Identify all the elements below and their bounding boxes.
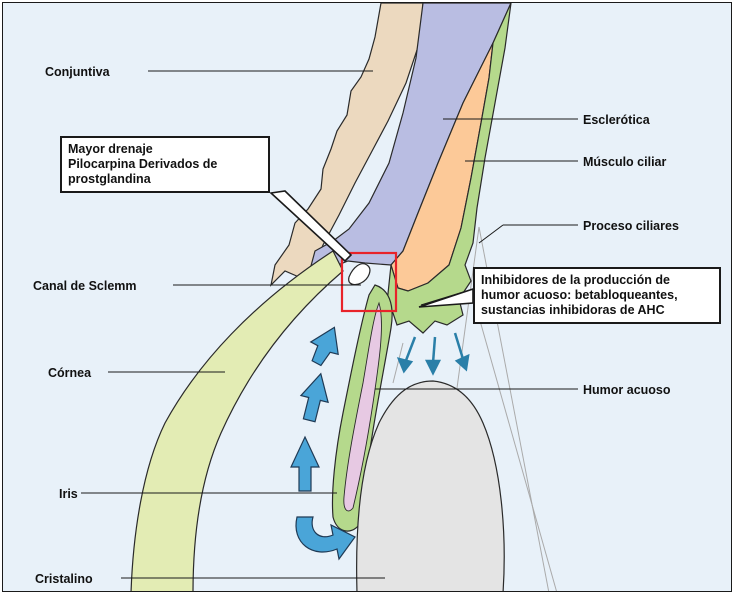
label-musculo-ciliar: Músculo ciliar [583,155,666,169]
drainage-callout-line2: Pilocarpina Derivados de [68,157,262,172]
inhibitors-callout-line3: sustancias inhibidoras de AHC [481,303,713,318]
label-cornea: Córnea [48,366,91,380]
inhibitors-callout-line1: Inhibidores de la producción de [481,273,713,288]
label-canal-sclemm: Canal de Sclemm [33,279,137,293]
inhibitors-callout-line2: humor acuoso: betabloqueantes, [481,288,713,303]
label-esclerotica: Esclerótica [583,113,650,127]
inhibitors-callout: Inhibidores de la producción de humor ac… [473,267,721,324]
drainage-callout: Mayor drenaje Pilocarpina Derivados de p… [60,136,270,193]
label-conjuntiva: Conjuntiva [45,65,110,79]
drainage-callout-line3: prostglandina [68,172,262,187]
schlemm-canal-shape [349,264,370,285]
label-proceso-ciliares: Proceso ciliares [583,219,679,233]
drainage-callout-line1: Mayor drenaje [68,142,262,157]
lens-shape [357,381,505,592]
label-cristalino: Cristalino [35,572,93,586]
label-iris: Iris [59,487,78,501]
label-humor-acuoso: Humor acuoso [583,383,671,397]
aqueous-production-arrows [399,333,468,373]
